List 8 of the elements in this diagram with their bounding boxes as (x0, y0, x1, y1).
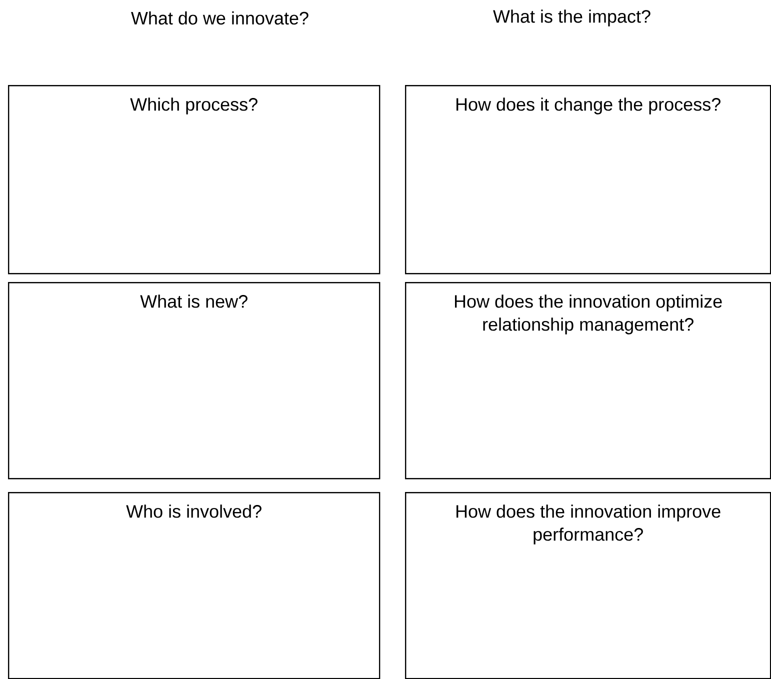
question-box: How does the innovation improve performance? (405, 492, 771, 679)
question-box: How does the innovation optimize relationship management? (405, 282, 771, 480)
question-box: Who is involved? (8, 492, 380, 679)
question-box: Which process? (8, 85, 380, 274)
column-heading: What is the impact? (493, 10, 650, 26)
column-heading: What do we innovate? (131, 11, 308, 25)
question-box: How does it change the process? (405, 85, 771, 274)
question-box: What is new? (8, 282, 380, 480)
